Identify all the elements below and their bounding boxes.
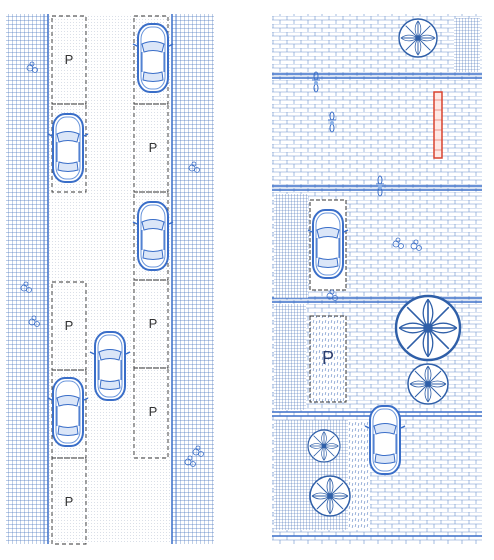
right-street-plan: P <box>272 14 482 544</box>
parked-car <box>132 23 174 93</box>
parked-car <box>47 377 89 447</box>
parking-label: P <box>65 52 74 67</box>
planting-zone <box>454 18 480 72</box>
parking-label: P <box>149 316 158 331</box>
tree-icon <box>398 18 438 58</box>
parked-car <box>307 209 349 279</box>
parking-label: P <box>149 404 158 419</box>
parking-bay <box>309 315 347 403</box>
parked-car <box>364 405 406 475</box>
tree-icon <box>307 429 341 463</box>
tree-icon <box>394 294 462 362</box>
left-sidewalk-paving <box>6 14 48 544</box>
left-street-plan: P P P P P P <box>6 14 214 545</box>
right-sidewalk-paving <box>172 14 214 544</box>
parking-label: P <box>322 348 334 368</box>
parked-car <box>47 113 89 183</box>
parked-car <box>132 201 174 271</box>
parking-label: P <box>149 140 158 155</box>
planting-zone <box>274 194 308 298</box>
tree-icon <box>309 475 351 517</box>
grass-zone <box>348 420 370 530</box>
tree-icon <box>407 363 449 405</box>
parking-label: P <box>65 318 74 333</box>
parked-car <box>89 331 131 401</box>
parking-label: P <box>65 494 74 509</box>
red-marker-strip <box>433 91 443 159</box>
roadway <box>48 14 172 544</box>
planting-zone <box>274 304 306 410</box>
